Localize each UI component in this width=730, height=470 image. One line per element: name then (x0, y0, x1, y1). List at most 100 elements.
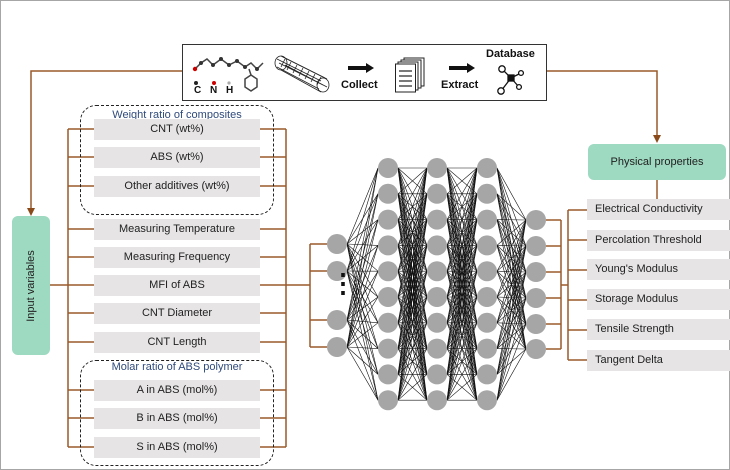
network-edge (446, 167, 478, 349)
network-edge (346, 193, 379, 348)
network-edge (496, 219, 527, 298)
network-edge (496, 297, 527, 401)
network-edge (397, 271, 428, 401)
output-item-percolation-threshold: Percolation Threshold (587, 230, 730, 251)
network-edge (346, 322, 379, 348)
output-item-tensile-strength: Tensile Strength (587, 319, 730, 340)
network-edge (446, 271, 478, 401)
network-edge (496, 219, 527, 246)
hidden-neuron (477, 390, 497, 411)
network-edge (446, 167, 478, 220)
output-item-storage-modulus: Storage Modulus (587, 289, 730, 310)
network-edge (397, 167, 428, 195)
network-edge (397, 193, 428, 401)
network-edge (397, 296, 428, 401)
hidden-neuron (427, 390, 447, 411)
network-edge (496, 219, 527, 272)
network-edge (397, 348, 428, 401)
hidden-neuron (378, 209, 398, 230)
hidden-neuron (477, 209, 497, 230)
network-edge (496, 348, 527, 401)
molar-ratio-title: Molar ratio of ABS polymer (111, 361, 243, 373)
hidden-neuron (427, 287, 447, 307)
network-edge (496, 271, 527, 401)
network-edge (496, 219, 527, 401)
hidden-neuron (427, 261, 447, 282)
network-edge (397, 167, 428, 375)
network-edge (446, 374, 478, 401)
hidden-neuron (378, 338, 398, 359)
carbon-nanotube-icon (274, 55, 330, 93)
network-edge (496, 167, 527, 221)
network-edge (397, 167, 428, 349)
hidden-neuron (378, 287, 398, 307)
network-edge (397, 219, 428, 401)
input-item-a-in-abs: A in ABS (mol%) (94, 380, 260, 401)
hidden-neuron (427, 312, 447, 333)
network-edge (397, 167, 428, 323)
network-edges (346, 167, 527, 401)
hidden-neuron (427, 364, 447, 385)
database-label: Database (486, 48, 535, 60)
network-edge (397, 167, 428, 220)
database-network-icon (497, 65, 525, 95)
network-edge (346, 346, 379, 375)
network-edge (446, 348, 478, 401)
arrow-right-icon (348, 63, 374, 73)
data-pipeline-box: C N H Collect Extract Database (182, 44, 547, 101)
network-edge (346, 245, 379, 348)
input-variables-label: Input variables (25, 249, 38, 322)
network-nodes (327, 158, 546, 411)
network-edge (496, 193, 527, 221)
hidden-neuron (378, 261, 398, 282)
hidden-neuron (477, 261, 497, 282)
hidden-neuron (378, 158, 398, 178)
network-edge (397, 374, 428, 401)
network-edge (346, 167, 379, 272)
network-edge (446, 167, 478, 298)
output-neuron (526, 262, 546, 282)
network-edge (446, 322, 478, 401)
hidden-neuron (477, 338, 497, 359)
input-neuron (327, 261, 347, 281)
hidden-neuron (427, 235, 447, 256)
output-neuron (526, 339, 546, 359)
hidden-neuron (378, 183, 398, 204)
input-item-measuring-frequency: Measuring Frequency (94, 247, 260, 268)
network-edge (446, 167, 478, 375)
network-edge (346, 219, 379, 348)
hidden-neuron (427, 158, 447, 178)
output-neuron (526, 288, 546, 308)
hidden-neuron (427, 338, 447, 359)
network-edge (346, 167, 379, 245)
physical-properties-label: Physical properties (610, 156, 704, 168)
network-edge (446, 167, 478, 401)
network-edge (496, 323, 527, 401)
hidden-neuron (477, 364, 497, 385)
input-neuron (327, 310, 347, 330)
arrow-to-input (27, 70, 182, 216)
network-edge (346, 270, 379, 375)
network-edge (496, 219, 527, 375)
legend-carbon: C (194, 85, 202, 96)
molar-ratio-group (80, 360, 274, 466)
collect-label: Collect (341, 79, 378, 91)
output-item-tangent-delta: Tangent Delta (587, 350, 730, 371)
hidden-neuron (477, 235, 497, 256)
network-edge (446, 296, 478, 401)
network-edge (496, 219, 527, 323)
hidden-neuron (378, 364, 398, 385)
input-layer-ellipsis: ⋮ (330, 268, 356, 298)
arrow-right-icon (449, 63, 475, 73)
hidden-neuron (477, 287, 497, 307)
network-edge (496, 219, 527, 349)
output-item-electrical-conductivity: Electrical Conductivity (587, 199, 730, 220)
hidden-neuron (378, 312, 398, 333)
input-item-s-in-abs: S in ABS (mol%) (94, 437, 260, 458)
input-item-other-additives: Other additives (wt%) (94, 176, 260, 197)
network-edge (397, 167, 428, 401)
input-neuron (327, 234, 347, 254)
input-neuron (327, 337, 347, 357)
network-edge (397, 167, 428, 272)
